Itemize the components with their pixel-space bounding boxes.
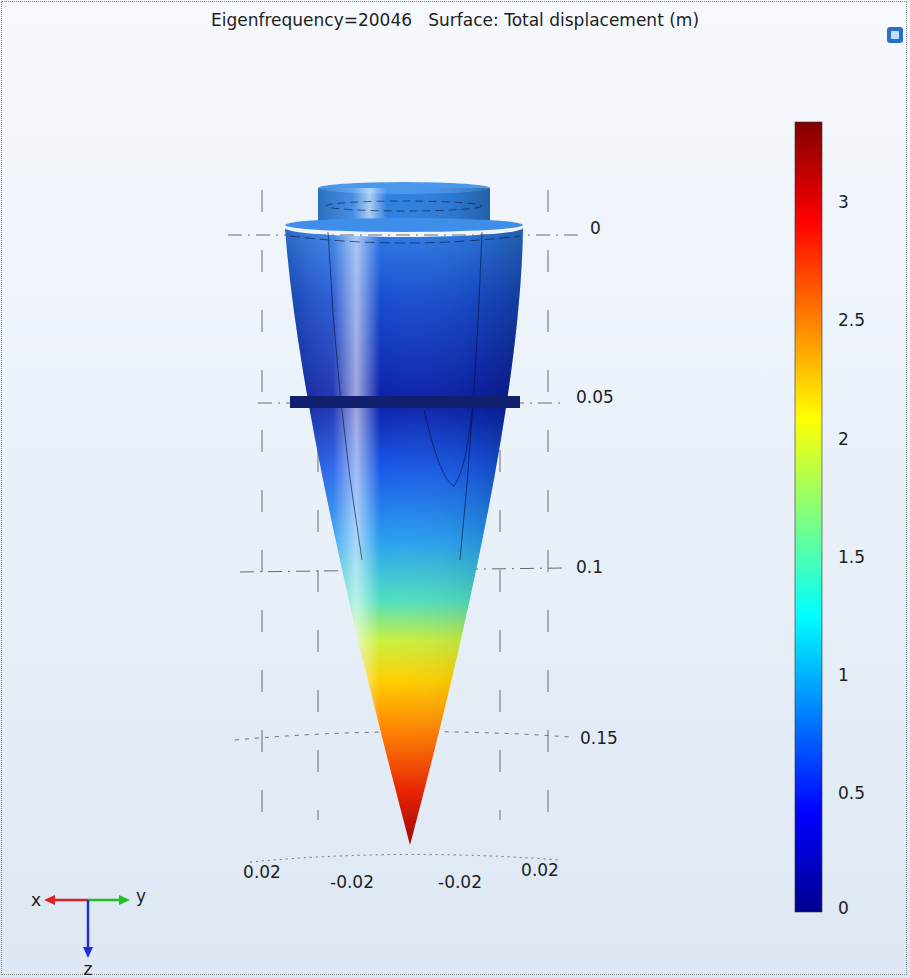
axis-tick: -0.02 [330, 873, 374, 892]
axis-tick: 0.05 [576, 388, 614, 407]
axis-tick: 0.1 [576, 558, 603, 577]
axis-tick: 0 [590, 219, 601, 238]
colorbar-tick: 3 [838, 193, 849, 212]
colorbar-tick: 2 [838, 430, 849, 449]
axis-name: x [31, 891, 41, 910]
axis-name: z [84, 960, 93, 978]
plot-title: Eigenfrequency=20046 Surface: Total disp… [0, 10, 910, 30]
axis-tick: 0.15 [580, 729, 618, 748]
colorbar-tick: 1.5 [838, 548, 865, 567]
colorbar-tick: 1 [838, 666, 849, 685]
colorbar-tick: 0.5 [838, 784, 865, 803]
axis-tick: 0.02 [243, 863, 281, 882]
axis-tick: 0.02 [521, 861, 559, 880]
colorbar-tick: 2.5 [838, 311, 865, 330]
axis-name: y [136, 887, 146, 906]
axis-tick: -0.02 [438, 873, 482, 892]
colorbar-tick: 0 [838, 899, 849, 918]
